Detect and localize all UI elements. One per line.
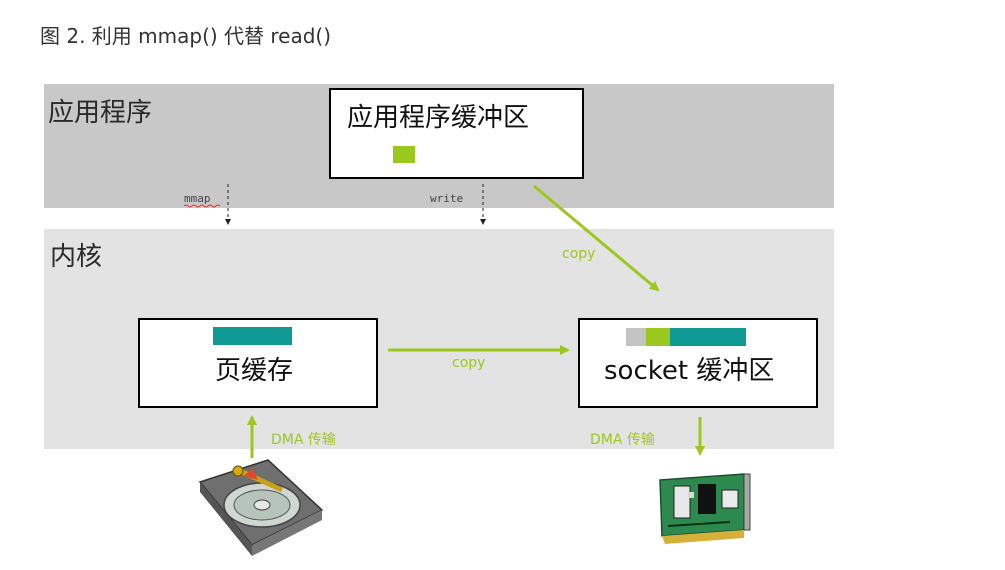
socket-buffer-teal-block [670, 328, 746, 346]
page-cache-data-block [213, 327, 292, 345]
dma-nic-label: DMA 传输 [590, 432, 655, 448]
mmap-underline [183, 204, 221, 208]
copy-app-to-socket-label: copy [562, 246, 596, 262]
figure-caption: 图 2. 利用 mmap() 代替 read() [40, 24, 332, 48]
network-card-icon [659, 473, 751, 544]
socket-buffer-title: socket 缓冲区 [604, 356, 775, 386]
mmap-call-label: mmap [184, 192, 211, 205]
app-buffer-data-block [393, 146, 415, 163]
copy-app-to-socket-arrow [533, 184, 660, 292]
app-buffer-title: 应用程序缓冲区 [347, 103, 530, 133]
socket-buffer-box: socket 缓冲区 [578, 318, 818, 408]
socket-buffer-gray-block [626, 328, 646, 346]
dma-disk-label: DMA 传输 [271, 432, 336, 448]
kernel-layer-label: 内核 [50, 242, 103, 272]
copy-page-to-socket-label: copy [452, 355, 486, 371]
page-cache-box: 页缓存 [138, 318, 378, 408]
socket-buffer-green-block [646, 328, 670, 346]
hard-disk-icon [198, 459, 324, 556]
app-buffer-box: 应用程序缓冲区 [329, 88, 584, 179]
application-layer-label: 应用程序 [48, 98, 153, 128]
page-cache-title: 页缓存 [215, 356, 294, 386]
write-call-label: write [430, 192, 464, 205]
